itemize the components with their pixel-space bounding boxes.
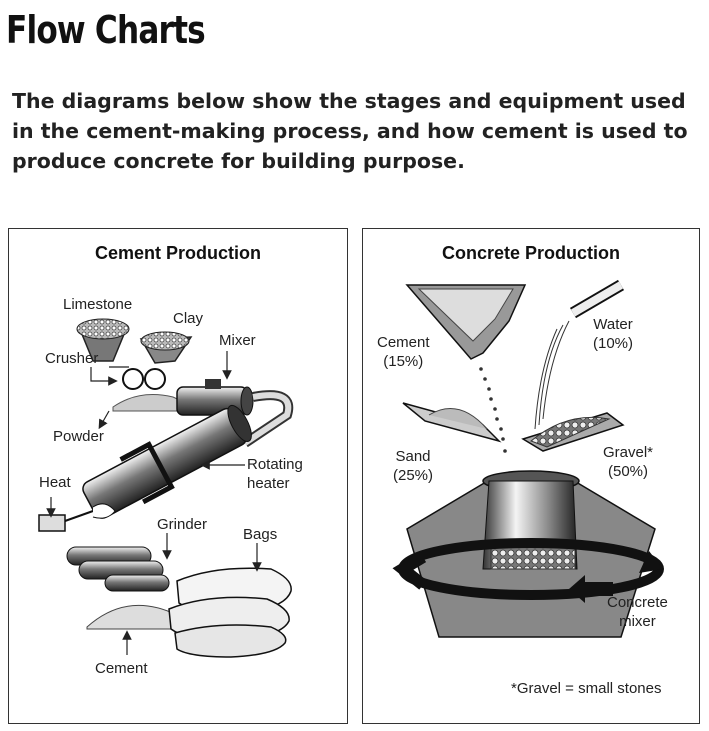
rotating-heater (82, 404, 252, 519)
powder-label: Powder (53, 428, 104, 445)
sand-input-label-line: (25%) (393, 467, 434, 484)
mixer-label: Mixer (219, 332, 256, 349)
cement-hopper (405, 284, 527, 360)
limestone-hopper (76, 318, 130, 362)
water-stream (534, 320, 570, 430)
concrete-mixer-label: Concrete mixer (607, 593, 668, 631)
grinder-rollers (66, 546, 170, 592)
concrete-mixer-label-line: mixer (619, 613, 656, 630)
cement-bags (168, 567, 292, 658)
water-input-label-line: Water (593, 316, 633, 333)
gravel-tray (521, 412, 625, 452)
sand-tray (402, 402, 502, 443)
cement-output-label: Cement (95, 660, 148, 677)
bags-label: Bags (243, 526, 278, 543)
rotating-heater-label: Rotating heater (247, 455, 303, 493)
gravel-input-label-line: Gravel* (603, 444, 654, 461)
rotating-heater-label-line: heater (247, 475, 290, 492)
cement-production-title: Cement Production (94, 243, 261, 263)
crusher-rollers (109, 366, 166, 390)
water-pipe (569, 279, 625, 319)
water-input-label-line: (10%) (593, 335, 634, 352)
intro-line: in the cement-making process, and how ce… (12, 119, 688, 143)
sand-input-label-line: Sand (395, 448, 431, 465)
rotating-heater-label-line: Rotating (247, 456, 303, 473)
gravel-footnote: *Gravel = small stones (511, 680, 662, 697)
concrete-production-panel: Concrete Production (362, 228, 700, 724)
sand-input-label: Sand (25%) (393, 447, 433, 485)
clay-label: Clay (173, 310, 204, 327)
intro-line: produce concrete for building purpose. (12, 149, 465, 173)
page-title: Flow Charts (6, 8, 206, 52)
water-input-label: Water (10%) (593, 315, 633, 353)
crusher-label: Crusher (45, 350, 99, 367)
concrete-production-title: Concrete Production (441, 243, 620, 263)
heat-label: Heat (39, 474, 71, 491)
cement-input-label: Cement (15%) (377, 333, 430, 371)
gravel-input-label: Gravel* (50%) (603, 443, 653, 481)
gravel-input-label-line: (50%) (608, 463, 649, 480)
mixer-drum (176, 379, 254, 416)
cement-input-label-line: (15%) (383, 353, 424, 370)
cement-production-illustration (38, 318, 294, 658)
concrete-production-illustration (392, 279, 664, 638)
cement-production-panel: Cement Production (8, 228, 348, 724)
falling-cement (479, 367, 507, 453)
grinder-label: Grinder (157, 516, 208, 533)
clay-hopper (139, 331, 193, 364)
intro-text: The diagrams below show the stages and e… (12, 86, 709, 176)
cement-input-label-line: Cement (377, 334, 430, 351)
concrete-mixer-label-line: Concrete (607, 594, 668, 611)
heat-burner (38, 503, 116, 532)
limestone-label: Limestone (63, 296, 133, 313)
intro-line: The diagrams below show the stages and e… (12, 89, 686, 113)
concrete-mixer-drum (392, 470, 664, 638)
